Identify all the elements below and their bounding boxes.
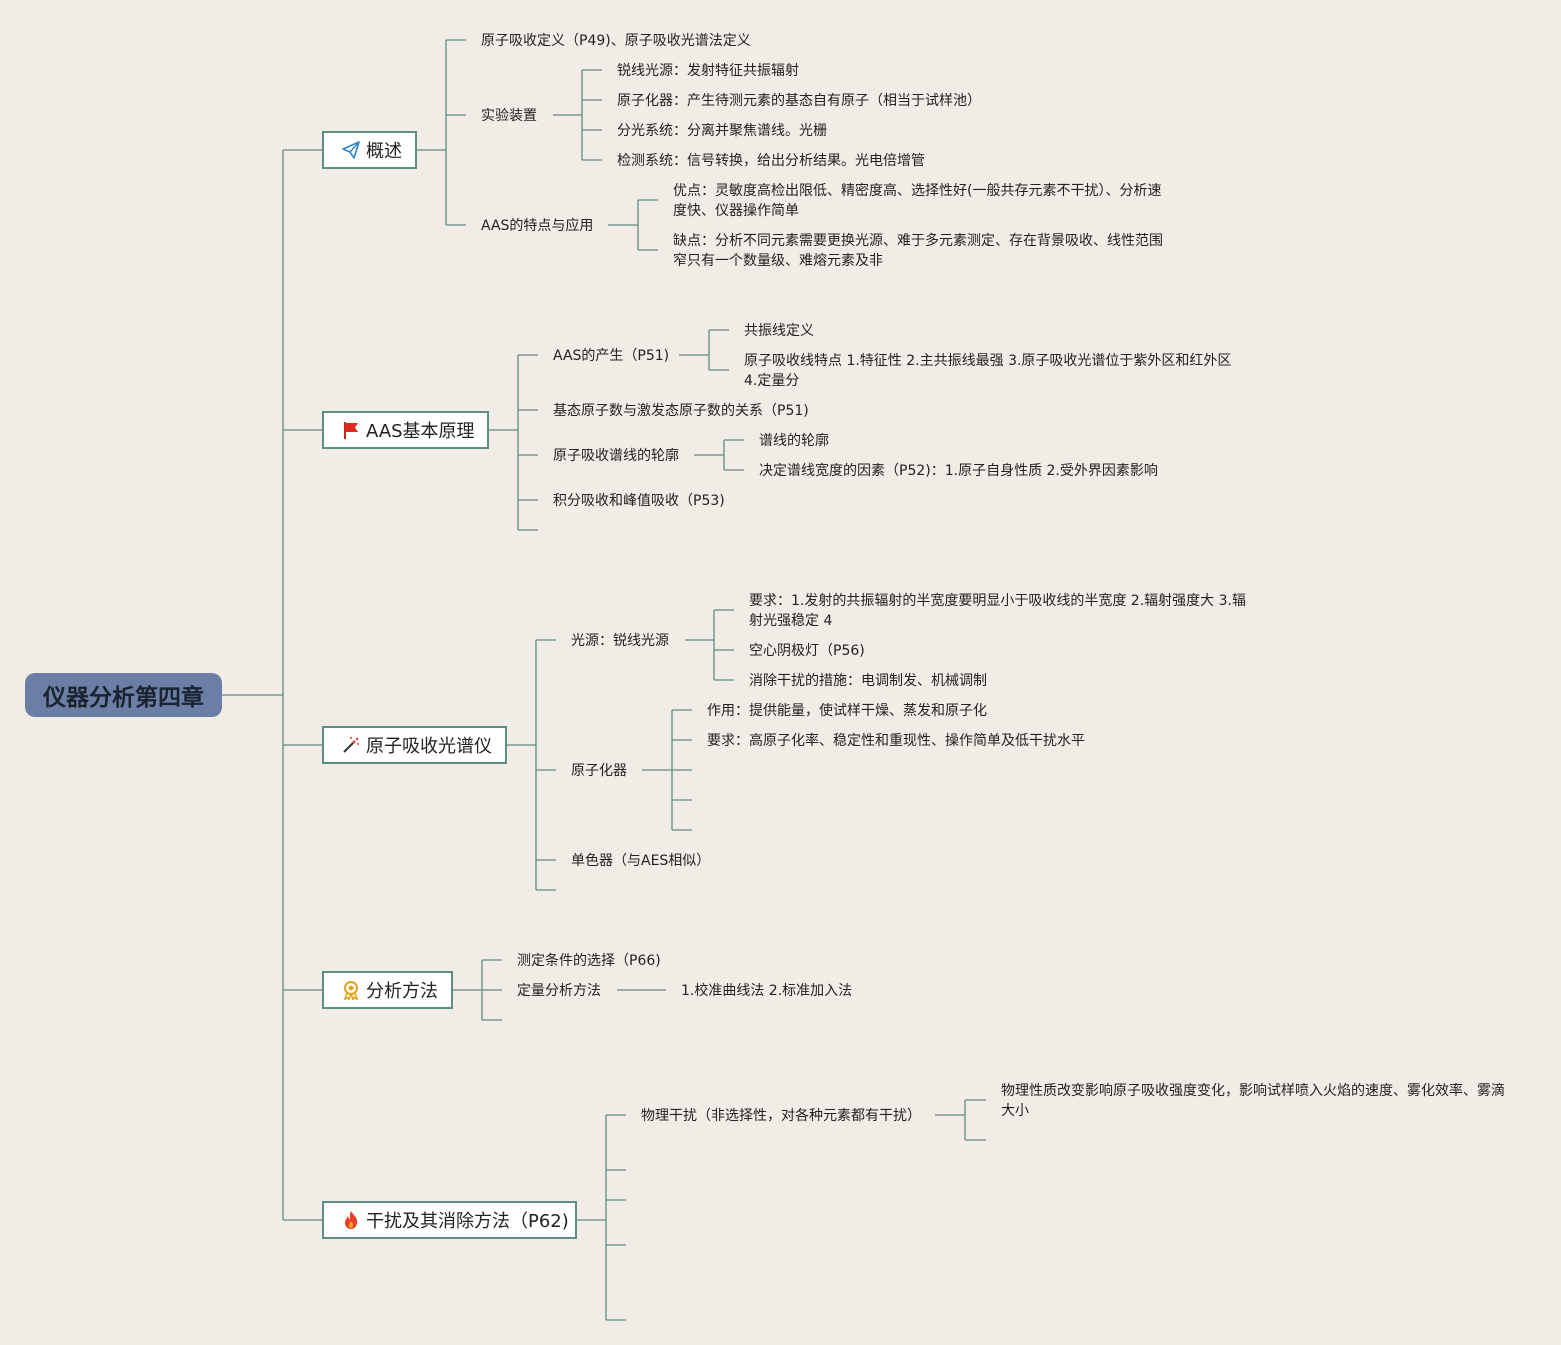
paper-plane-icon xyxy=(340,139,362,161)
topic-interference-elimination[interactable]: 消除干扰的措施：电调制发、机械调制 xyxy=(749,673,987,689)
branch-aas-instrument[interactable]: 原子吸收光谱仪 xyxy=(322,726,507,764)
topic-monochromator[interactable]: 单色器（与AES相似） xyxy=(571,853,711,869)
topic-detection-system[interactable]: 检测系统：信号转换，给出分析结果。光电倍增管 xyxy=(617,153,925,169)
branch-label: 概述 xyxy=(366,141,402,162)
topic-light-source[interactable]: 锐线光源：发射特征共振辐射 xyxy=(617,63,799,79)
branch-label: 干扰及其消除方法（P62) xyxy=(366,1211,569,1232)
root-topic-label: 仪器分析第四章 xyxy=(43,685,204,711)
topic-integral-peak-absorption[interactable]: 积分吸收和峰值吸收（P53) xyxy=(553,493,725,509)
branch-label: 原子吸收光谱仪 xyxy=(366,736,492,757)
topic-physical-interference-detail[interactable]: 物理性质改变影响原子吸收强度变化，影响试样喷入火焰的速度、雾化效率、雾滴大小 xyxy=(1001,1083,1505,1119)
topic-atomizer-requirements[interactable]: 要求：高原子化率、稳定性和重现性、操作简单及低干扰水平 xyxy=(707,733,1085,749)
award-medal-icon xyxy=(340,979,362,1001)
topic-aas-origin[interactable]: AAS的产生（P51) xyxy=(553,348,670,364)
topic-quantitative-methods[interactable]: 定量分析方法 xyxy=(517,983,601,999)
topic-line-profile[interactable]: 原子吸收谱线的轮廓 xyxy=(553,448,679,464)
root-topic[interactable]: 仪器分析第四章 xyxy=(25,673,222,717)
topic-experimental-setup[interactable]: 实验装置 xyxy=(481,108,537,124)
branch-label: 分析方法 xyxy=(366,981,438,1002)
topic-atomizer-function[interactable]: 作用：提供能量，使试样干燥、蒸发和原子化 xyxy=(707,703,987,719)
branch-analysis-methods[interactable]: 分析方法 xyxy=(322,971,453,1009)
topic-absorption-line-features[interactable]: 原子吸收线特点 1.特征性 2.主共振线最强 3.原子吸收光谱位于紫外区和红外区… xyxy=(744,353,1232,389)
topic-profile[interactable]: 谱线的轮廓 xyxy=(759,433,829,449)
magic-wand-icon xyxy=(340,734,362,756)
topic-condition-selection[interactable]: 测定条件的选择（P66) xyxy=(517,953,661,969)
topic-atomizer[interactable]: 原子化器：产生待测元素的基态自有原子（相当于试样池） xyxy=(617,93,981,109)
topic-aas-features[interactable]: AAS的特点与应用 xyxy=(481,218,594,234)
topic-ground-excited-relation[interactable]: 基态原子数与激发态原子数的关系（P51) xyxy=(553,403,809,419)
branch-label: AAS基本原理 xyxy=(366,421,475,442)
branch-interference[interactable]: 干扰及其消除方法（P62) xyxy=(322,1201,577,1239)
topic-dispersion-system[interactable]: 分光系统：分离并聚焦谱线。光栅 xyxy=(617,123,827,139)
topic-hollow-cathode-lamp[interactable]: 空心阴极灯（P56) xyxy=(749,643,865,659)
topic-advantages[interactable]: 优点：灵敏度高检出限低、精密度高、选择性好(一般共存元素不干扰）、分析速度快、仪… xyxy=(673,183,1162,219)
topic-definition[interactable]: 原子吸收定义（P49)、原子吸收光谱法定义 xyxy=(481,33,751,49)
topic-physical-interference[interactable]: 物理干扰（非选择性，对各种元素都有干扰） xyxy=(641,1108,921,1124)
topic-calibration-methods[interactable]: 1.校准曲线法 2.标准加入法 xyxy=(681,983,853,999)
topic-disadvantages[interactable]: 缺点：分析不同元素需要更换光源、难于多元素测定、存在背景吸收、线性范围窄只有一个… xyxy=(673,233,1163,269)
topic-line-width-factors[interactable]: 决定谱线宽度的因素（P52)：1.原子自身性质 2.受外界因素影响 xyxy=(759,463,1158,479)
topic-atomizer-device[interactable]: 原子化器 xyxy=(571,763,627,779)
fire-icon xyxy=(340,1209,362,1231)
branch-overview[interactable]: 概述 xyxy=(322,131,417,169)
topic-sharp-line-source[interactable]: 光源：锐线光源 xyxy=(571,633,669,649)
red-flag-icon xyxy=(340,419,362,441)
topic-resonance-line[interactable]: 共振线定义 xyxy=(744,323,814,339)
branch-aas-principle[interactable]: AAS基本原理 xyxy=(322,411,489,449)
topic-source-requirements[interactable]: 要求：1.发射的共振辐射的半宽度要明显小于吸收线的半宽度 2.辐射强度大 3.辐… xyxy=(749,593,1246,629)
